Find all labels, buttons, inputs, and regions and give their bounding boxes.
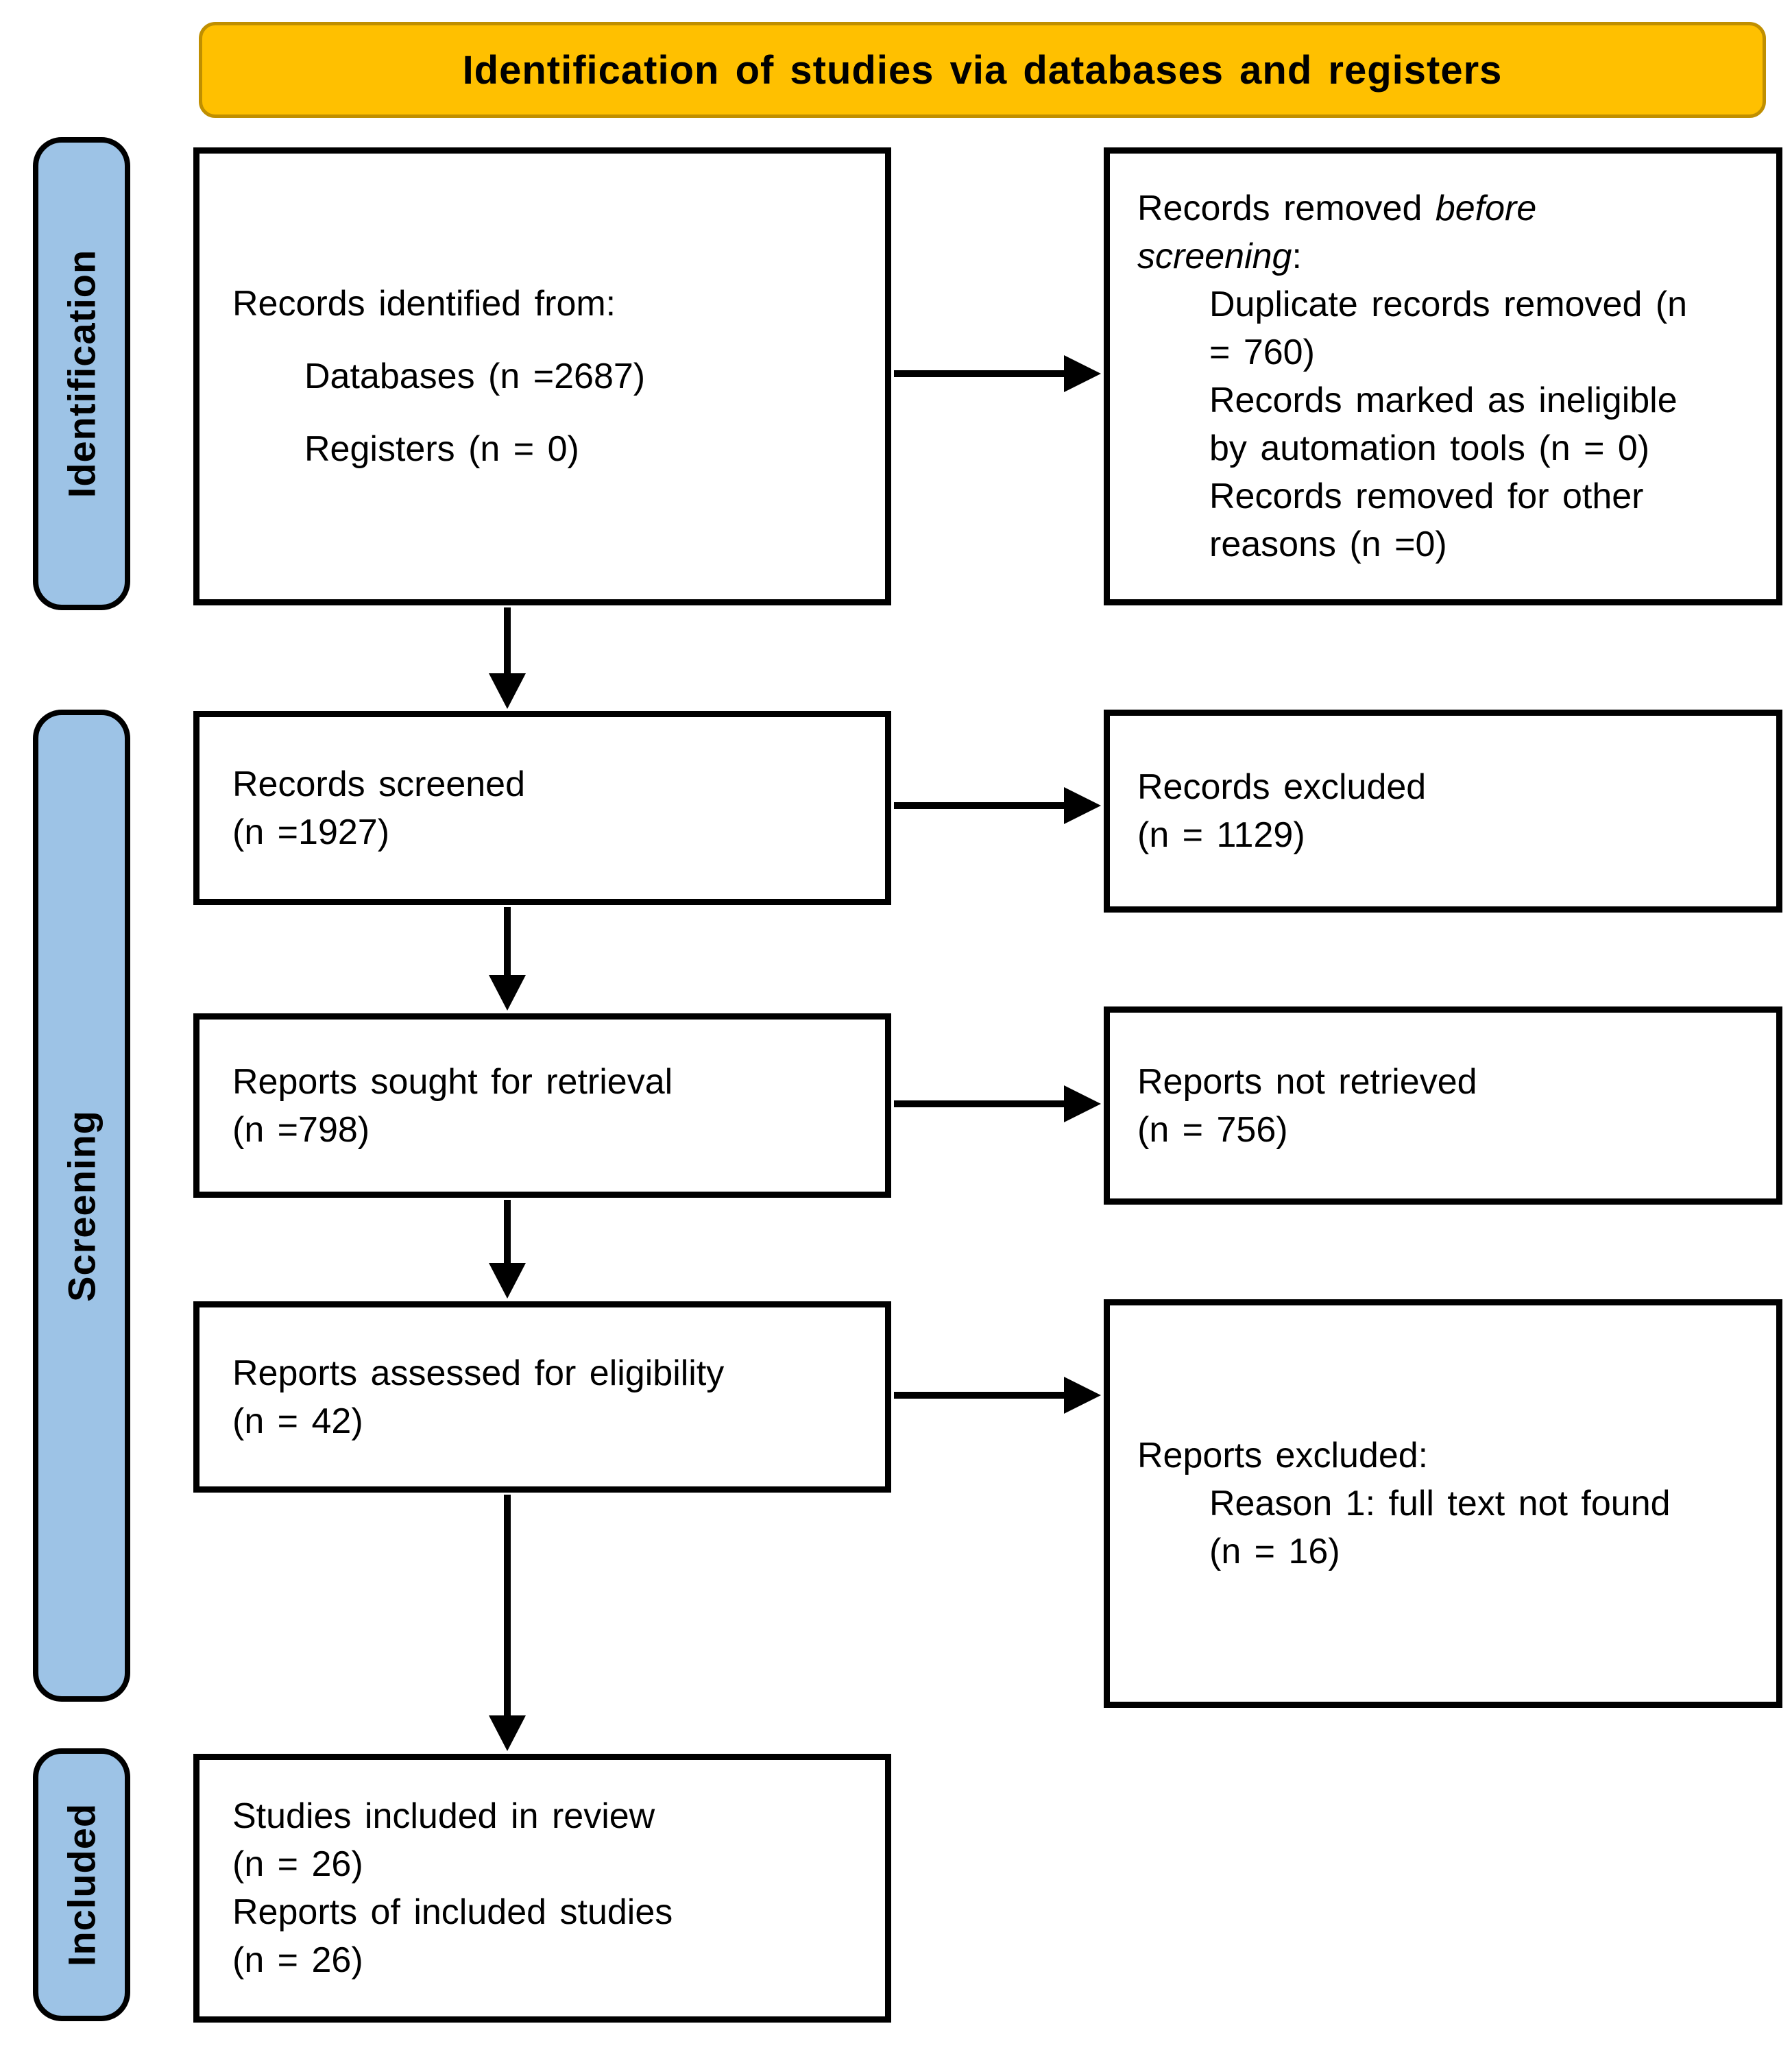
text-line: Reports not retrieved: [1137, 1061, 1477, 1102]
box-records-excluded: Records excluded (n = 1129): [1104, 710, 1782, 913]
text-line: = 760): [1209, 333, 1315, 372]
box-reports-assessed: Reports assessed for eligibility (n = 42): [193, 1301, 891, 1493]
stage-included-label: Included: [60, 1802, 104, 1967]
text-line: (n =1927): [232, 812, 390, 852]
text-line: (n =798): [232, 1109, 370, 1150]
box-reports-sought: Reports sought for retrieval (n =798): [193, 1013, 891, 1198]
arrow-screened-to-excluded: [894, 787, 1101, 824]
text-line: by automation tools (n = 0): [1209, 429, 1650, 468]
text-line: (n = 1129): [1137, 815, 1305, 855]
arrow-assessed-to-included: [489, 1495, 526, 1751]
box-studies-included: Studies included in review (n = 26) Report…: [193, 1754, 891, 2023]
arrow-assessed-to-reports-excluded: [894, 1377, 1101, 1414]
text-line: reasons (n =0): [1209, 524, 1447, 564]
text-line: Registers (n = 0): [304, 429, 579, 469]
text-line: Duplicate records removed (n: [1209, 285, 1688, 324]
arrow-identified-to-removed: [894, 355, 1101, 392]
text-line: (n = 756): [1137, 1109, 1288, 1150]
text-line: Reports assessed for eligibility: [232, 1353, 725, 1393]
text-line: Studies included in review: [232, 1796, 655, 1836]
box-records-identified: Records identified from: Databases (n =26…: [193, 147, 891, 605]
arrow-screened-to-sought: [489, 907, 526, 1011]
text-line: (n = 26): [232, 1844, 363, 1884]
text-line: Records removed for other: [1209, 477, 1644, 516]
box-records-removed-before-screening: Records removed before screening: Duplicat…: [1104, 147, 1782, 605]
text-line: Databases (n =2687): [304, 357, 646, 396]
stage-included: Included: [33, 1748, 130, 2021]
stage-screening: Screening: [33, 710, 130, 1702]
box-reports-excluded: Reports excluded: Reason 1: full text not…: [1104, 1299, 1782, 1708]
text-line: Reason 1: full text not found: [1209, 1484, 1671, 1523]
banner-title: Identification of studies via databases …: [462, 47, 1503, 93]
arrow-sought-to-not-retrieved: [894, 1085, 1101, 1122]
arrow-identified-to-screened: [489, 607, 526, 709]
stage-identification: Identification: [33, 137, 130, 610]
text-line: Records marked as ineligible: [1209, 381, 1678, 420]
banner: Identification of studies via databases …: [199, 22, 1766, 118]
text-line: Records identified from:: [232, 284, 616, 324]
text-line: Records screened: [232, 764, 525, 804]
text-line: (n = 16): [1209, 1532, 1340, 1571]
text-line: Records excluded: [1137, 767, 1427, 807]
text-line: Reports excluded:: [1137, 1436, 1429, 1475]
stage-identification-label: Identification: [60, 249, 104, 498]
text-line: (n = 42): [232, 1401, 363, 1441]
text-line: Reports sought for retrieval: [232, 1061, 673, 1102]
stage-screening-label: Screening: [60, 1109, 104, 1302]
box-records-screened: Records screened (n =1927): [193, 711, 891, 905]
text-line: Reports of included studies: [232, 1892, 673, 1932]
text-line: screening:: [1137, 237, 1302, 276]
text-line: (n = 26): [232, 1940, 363, 1980]
text-line: Records removed before: [1137, 189, 1537, 228]
box-reports-not-retrieved: Reports not retrieved (n = 756): [1104, 1006, 1782, 1205]
arrow-sought-to-assessed: [489, 1200, 526, 1299]
